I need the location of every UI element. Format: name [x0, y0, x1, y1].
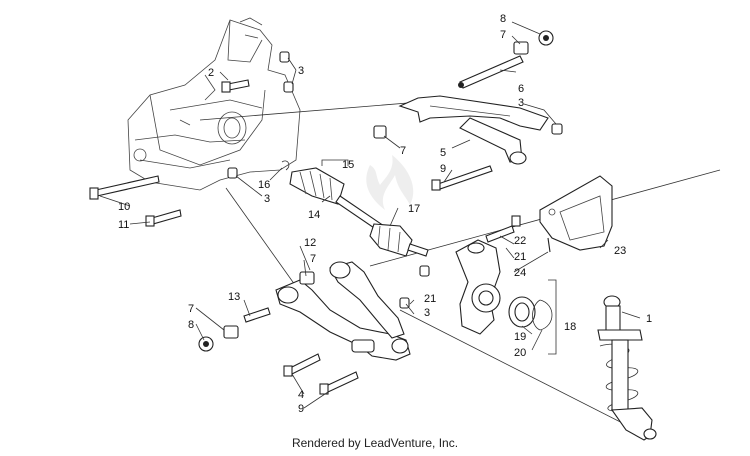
callout-24: 24	[514, 267, 526, 279]
callout-8a: 8	[500, 13, 506, 25]
leader-lines	[199, 101, 721, 433]
callout-12: 12	[304, 237, 316, 249]
wheel-bearing	[508, 296, 536, 328]
callout-18: 18	[564, 321, 576, 333]
watermark	[366, 155, 414, 210]
lower-pivot-pin	[243, 307, 271, 323]
upper-a-arm	[398, 95, 549, 165]
callout-21b: 21	[424, 293, 436, 305]
pivot-pin	[458, 55, 524, 89]
knuckle-nut-21a	[419, 265, 430, 277]
callout-brackets	[321, 159, 557, 355]
callout-5: 5	[440, 147, 446, 159]
callout-1: 1	[646, 313, 652, 325]
callout-8b: 8	[188, 319, 194, 331]
callout-3c: 3	[264, 193, 270, 205]
callout-20: 20	[514, 347, 526, 359]
knuckle-bolt-22	[485, 215, 521, 243]
callout-7a: 7	[500, 29, 506, 41]
footer-credit: Rendered by LeadVenture, Inc.	[291, 436, 459, 450]
callout-23: 23	[614, 245, 626, 257]
lower-a-arm	[275, 261, 411, 361]
cv-half-shaft	[289, 167, 429, 257]
bushing-top	[513, 30, 554, 55]
frame-bolt-2	[221, 79, 250, 93]
callout-leaders	[99, 21, 641, 409]
frame-nuts-3	[227, 51, 294, 179]
callout-9b: 9	[298, 403, 304, 415]
guard-screw-24	[547, 237, 551, 253]
callout-labels: 2 3 8 7 6 3 7 5 9 15 16 3 10 11 14 17 22…	[118, 13, 652, 415]
callout-21a: 21	[514, 251, 526, 263]
callout-2: 2	[208, 67, 214, 79]
callout-6: 6	[518, 83, 524, 95]
bolt-upper-arm	[431, 165, 493, 191]
a-arm-guard	[539, 175, 613, 251]
lower-bolts	[283, 353, 359, 395]
callout-7d: 7	[188, 303, 194, 315]
callout-10: 10	[118, 201, 130, 213]
callout-17: 17	[408, 203, 420, 215]
frame-chassis	[127, 17, 301, 191]
bolt-11	[145, 209, 182, 227]
bushing-upper-left	[373, 125, 387, 139]
bolt-10	[89, 175, 160, 200]
callout-3d: 3	[424, 307, 430, 319]
callout-9a: 9	[440, 163, 446, 175]
callout-22: 22	[514, 235, 526, 247]
callout-11: 11	[118, 219, 129, 231]
snap-ring-16	[281, 160, 290, 171]
shock-absorber	[597, 295, 657, 441]
callout-3b: 3	[518, 97, 524, 109]
nut-upper-right	[551, 123, 563, 135]
callout-15: 15	[342, 159, 354, 171]
callout-7b: 7	[400, 145, 406, 157]
callout-3a: 3	[298, 65, 304, 77]
callout-14: 14	[308, 209, 320, 221]
steering-knuckle	[455, 239, 501, 335]
snap-ring-20	[532, 299, 553, 331]
callout-4: 4	[298, 389, 304, 401]
lower-bushing	[198, 271, 315, 352]
callout-13: 13	[228, 291, 240, 303]
callout-19: 19	[514, 331, 526, 343]
callout-16: 16	[258, 179, 270, 191]
callout-7c: 7	[310, 253, 316, 265]
